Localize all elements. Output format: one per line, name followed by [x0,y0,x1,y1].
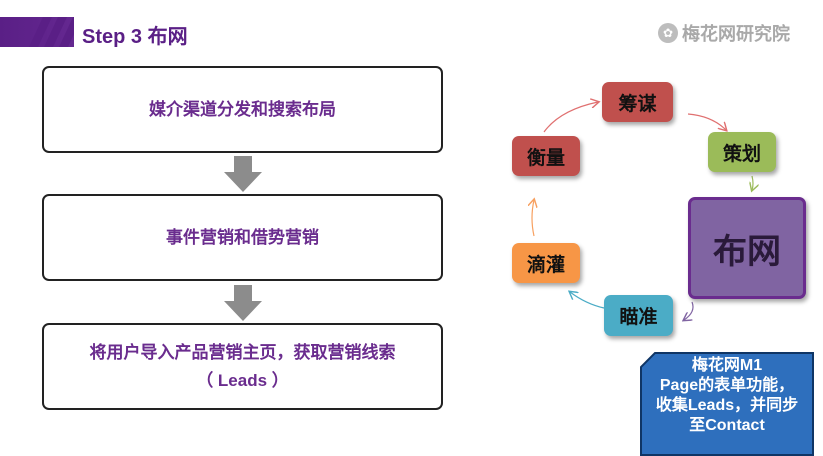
cycle-node-measure-label: 衡量 [526,147,565,169]
cycle-node-aim-label: 瞄准 [619,307,658,328]
logo: ✿ 梅花网研究院 [658,20,790,46]
flow-box-events: 事件营销和借势营销 [42,194,443,281]
cycle-node-drip-label: 滴灌 [526,254,565,276]
down-arrow-icon [224,285,262,321]
flow-box-media: 媒介渠道分发和搜索布局 [42,66,443,153]
flow-box-leads-line1: 将用户导入产品营销主页，获取营销线索 [89,342,396,362]
callout-line1: 梅花网M1 [691,357,763,374]
callout-tab [640,352,656,369]
flow-box-events-label: 事件营销和借势营销 [166,227,319,247]
flow-box-leads-line2: （ Leads ） [196,370,289,390]
cycle-node-measure: 衡量 [512,136,580,176]
cycle-node-center: 布网 [688,197,806,299]
header-title-bg [74,17,234,47]
cycle-node-strategy: 策划 [708,132,776,172]
callout-line2: Page的表单功能， [659,377,795,394]
page-title: Step 3 布网 [82,26,188,48]
flow-box-media-label: 媒介渠道分发和搜索布局 [149,99,336,119]
callout-line3: 收集Leads，并同步 [655,397,799,414]
cycle-node-strategy-label: 策划 [722,143,761,165]
callout-note: 梅花网M1 Page的表单功能， 收集Leads，并同步 至Contact [640,352,814,456]
cycle-node-plan: 筹谋 [602,82,673,122]
flow-box-leads: 将用户导入产品营销主页，获取营销线索 （ Leads ） [42,323,443,410]
callout-line4: 至Contact [689,417,765,434]
logo-text: 梅花网研究院 [682,24,790,44]
cycle-node-plan-label: 筹谋 [618,93,657,115]
cycle-node-center-label: 布网 [713,232,781,271]
cycle-node-aim: 瞄准 [604,295,673,336]
cycle-arrows [500,80,820,350]
flower-icon: ✿ [658,23,678,43]
down-arrow-icon [224,156,262,192]
cycle-node-drip: 滴灌 [512,243,580,283]
